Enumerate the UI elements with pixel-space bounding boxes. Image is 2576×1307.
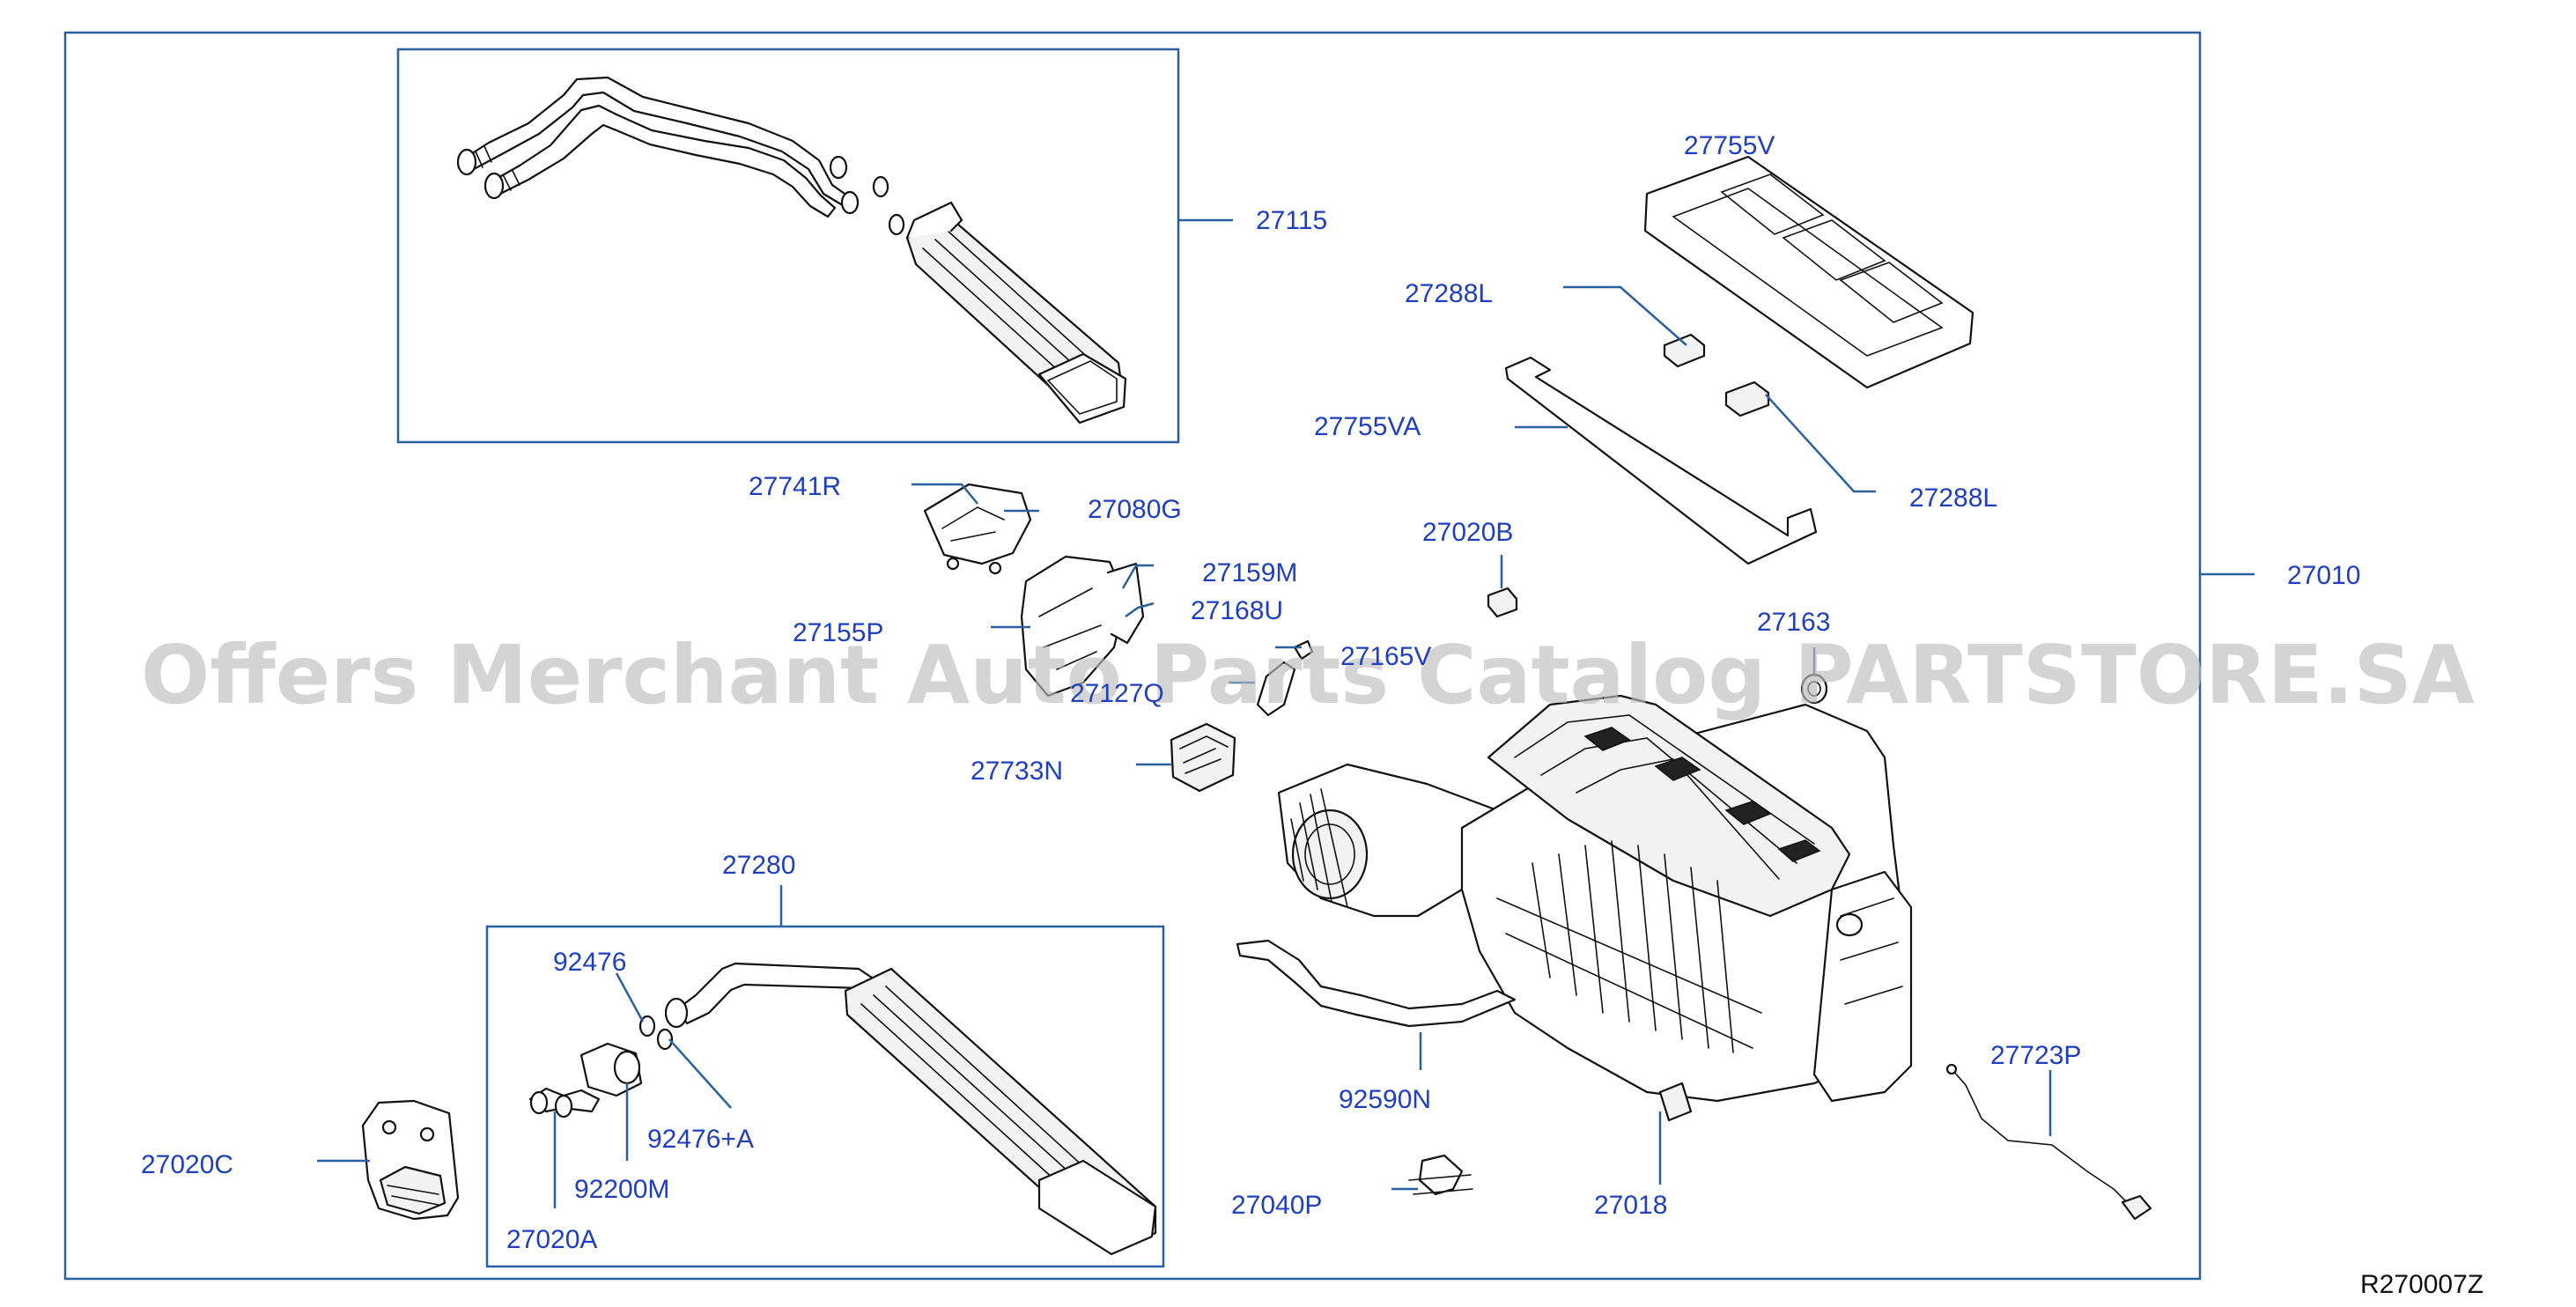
actuator-arm xyxy=(1020,555,1145,698)
label-27115[interactable]: 27115 xyxy=(1256,206,1327,235)
heater-core xyxy=(905,201,1127,425)
leader-lines xyxy=(317,218,2255,1208)
label-27733n[interactable]: 27733N xyxy=(971,757,1063,786)
duct-adapter-27020c xyxy=(361,1099,460,1221)
link-rod xyxy=(1256,639,1314,717)
rear-heater-core-frame xyxy=(485,925,1165,1268)
label-27755va[interactable]: 27755VA xyxy=(1314,412,1421,441)
label-92476a[interactable]: 92476+A xyxy=(647,1125,754,1154)
o-ring-92476 xyxy=(638,1015,656,1037)
watermark: Offers Merchant Auto Parts Catalog PARTS… xyxy=(141,628,2475,722)
clip-27040p xyxy=(1408,1154,1473,1196)
label-27155p[interactable]: 27155P xyxy=(793,618,883,647)
heater-unit-assembly xyxy=(1277,694,1913,1122)
label-27018[interactable]: 27018 xyxy=(1594,1191,1667,1220)
label-27741r[interactable]: 27741R xyxy=(749,472,841,501)
actuator-motor xyxy=(1170,722,1236,793)
rear-heater-core xyxy=(664,962,1157,1256)
reference-code: R270007Z xyxy=(2360,1270,2484,1299)
label-27159m[interactable]: 27159M xyxy=(1202,558,1297,587)
grommet-27163 xyxy=(1800,673,1828,705)
label-27020a[interactable]: 27020A xyxy=(506,1225,597,1254)
label-27040p[interactable]: 27040P xyxy=(1231,1191,1322,1220)
actuator-upper xyxy=(923,483,1032,575)
label-27127q[interactable]: 27127Q xyxy=(1070,679,1164,708)
part-labels: 27115 27755V 27288L 27755VA 27288L 27741… xyxy=(141,131,2360,1254)
seal-lower xyxy=(1724,380,1770,417)
label-27010[interactable]: 27010 xyxy=(2287,561,2360,590)
seal-upper xyxy=(1663,333,1706,368)
label-92200m[interactable]: 92200M xyxy=(574,1175,669,1204)
sensor-harness xyxy=(1945,1063,2152,1221)
outer-frame xyxy=(63,31,2202,1281)
valve-92200m xyxy=(528,1042,643,1119)
label-27280[interactable]: 27280 xyxy=(722,851,795,880)
label-27288l-upper[interactable]: 27288L xyxy=(1405,279,1493,308)
label-92476[interactable]: 92476 xyxy=(553,948,626,977)
clip-27020b xyxy=(1487,587,1518,618)
heater-core-frame xyxy=(396,48,1180,444)
drain-hose xyxy=(1236,939,1517,1028)
label-27288l-lower[interactable]: 27288L xyxy=(1909,484,1997,513)
label-92590n[interactable]: 92590N xyxy=(1339,1085,1431,1114)
o-ring-92476a xyxy=(656,1028,674,1051)
label-27020b[interactable]: 27020B xyxy=(1422,518,1513,547)
heater-core-pipes xyxy=(456,76,905,236)
label-27080g[interactable]: 27080G xyxy=(1088,495,1182,524)
label-27168u[interactable]: 27168U xyxy=(1191,596,1283,625)
label-27020c[interactable]: 27020C xyxy=(141,1150,233,1179)
label-27755v[interactable]: 27755V xyxy=(1684,131,1775,160)
air-filter-frame xyxy=(1643,155,1974,389)
frame-seal xyxy=(1504,356,1818,565)
label-27163[interactable]: 27163 xyxy=(1757,608,1830,637)
label-27165v[interactable]: 27165V xyxy=(1340,642,1431,671)
label-27723p[interactable]: 27723P xyxy=(1990,1041,2081,1070)
